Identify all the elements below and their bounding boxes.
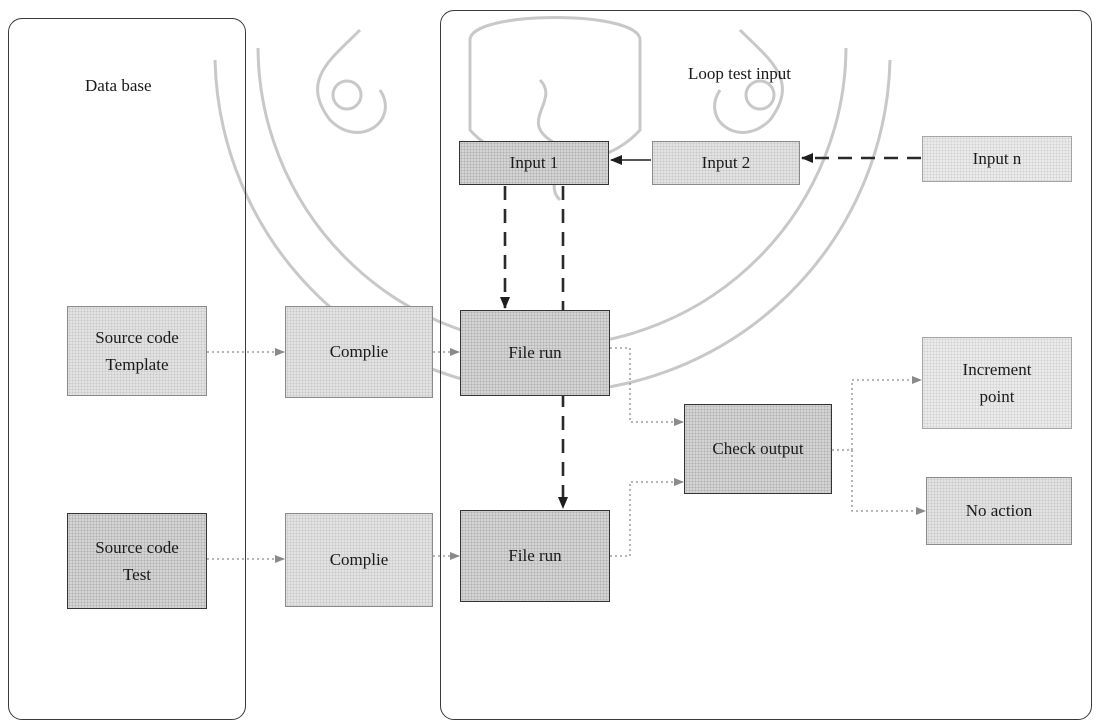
compile-box-bottom: Complie bbox=[285, 513, 433, 607]
check-output-box: Check output bbox=[684, 404, 832, 494]
increment-point-box: Increment point bbox=[922, 337, 1072, 429]
source-code-test-box: Source code Test bbox=[67, 513, 207, 609]
input-2-box: Input 2 bbox=[652, 141, 800, 185]
source-code-template-box: Source code Template bbox=[67, 306, 207, 396]
source-template-line1: Source code bbox=[95, 324, 179, 351]
no-action-box: No action bbox=[926, 477, 1072, 545]
file-run-box-top: File run bbox=[460, 310, 610, 396]
database-label: Data base bbox=[85, 76, 152, 96]
compile-box-top: Complie bbox=[285, 306, 433, 398]
source-test-line1: Source code bbox=[95, 534, 179, 561]
loop-test-input-label: Loop test input bbox=[688, 64, 791, 84]
increment-line2: point bbox=[963, 383, 1032, 410]
file-run-box-bottom: File run bbox=[460, 510, 610, 602]
source-test-line2: Test bbox=[95, 561, 179, 588]
input-n-box: Input n bbox=[922, 136, 1072, 182]
source-template-line2: Template bbox=[95, 351, 179, 378]
increment-line1: Increment bbox=[963, 356, 1032, 383]
input-1-box: Input 1 bbox=[459, 141, 609, 185]
